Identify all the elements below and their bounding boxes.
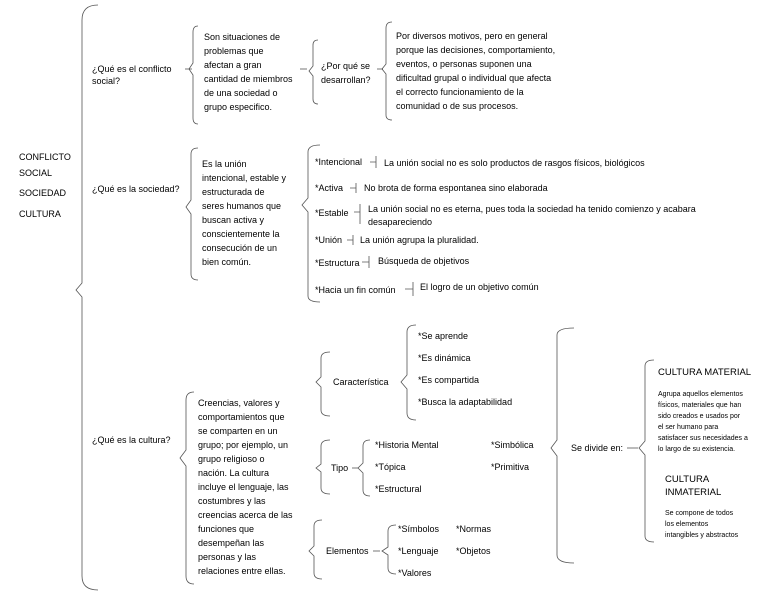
elemento-item: *Valores [398,568,432,578]
root-title-line: SOCIEDAD [19,188,67,198]
trait-estable-name: *Estable [315,208,349,218]
conflicto-why-answer-brace [381,21,393,121]
cultura-question: ¿Qué es la cultura? [92,435,171,445]
tipo-item: *Historia Mental [375,440,439,450]
cultura-material-title: CULTURA MATERIAL [658,367,752,378]
elemento-item: *Normas [456,524,492,534]
trait-fin-connector [405,282,414,296]
caracteristicas-brace [400,324,417,421]
caracteristica-label: Característica [333,377,389,387]
trait-union-name: *Unión [315,235,343,245]
trait-intencional-name: *Intencional [315,157,363,167]
root-title-line: SOCIAL [19,168,53,178]
divide-brace [550,327,575,564]
trait-union-connector [347,235,354,245]
tipo-item: *Estructural [375,484,422,494]
root-title-line: CULTURA [19,209,61,219]
trait-union-desc: La unión agrupa la pluralidad. [360,235,479,245]
sociedad-answer-brace [185,147,199,281]
conflicto-why-brace [308,39,319,105]
trait-activa-desc: No brota de forma espontanea sino elabor… [364,183,548,193]
tipo-label: Tipo [331,463,349,473]
sociedad-question: ¿Qué es la sociedad? [92,184,180,194]
trait-fin-name: *Hacia un fin común [315,285,396,295]
trait-estable-desc: La unión social no es eterna, pues toda … [368,204,696,214]
elemento-item: *Objetos [456,546,491,556]
trait-fin-desc: El logro de un objetivo común [420,282,539,292]
trait-activa-connector [350,183,357,193]
cultura-answer-brace [179,391,195,585]
caracteristica-item: *Es compartida [418,375,480,385]
elementos-brace [308,519,323,580]
trait-estable-connector [354,204,361,224]
tipo-item: *Tópica [375,462,406,472]
trait-estructura-name: *Estructura [315,258,360,268]
tipo-brace [315,439,331,495]
tipo-item: *Primitiva [491,462,530,472]
elemento-item: *Símbolos [398,524,440,534]
caracteristica-item: *Es dinámica [418,353,471,363]
caracteristica-item: *Busca la adaptabilidad [418,397,513,407]
sociedad-traits-brace [301,144,321,303]
divide-label: Se divide en: [571,443,624,453]
elemento-item: *Lenguaje [398,546,439,556]
elementos-list-brace [381,524,397,575]
tipo-item: *Simbólica [491,440,534,450]
elementos-label: Elementos [326,546,369,556]
conflicto-answer-brace [188,25,199,125]
trait-estable-desc: desapareciendo [368,217,433,227]
trait-estructura-desc: Búsqueda de objetivos [378,256,470,266]
trait-estructura-connector [362,256,370,268]
root-title-line: CONFLICTO [19,152,71,162]
trait-intencional-connector [370,156,377,168]
trait-activa-name: *Activa [315,183,344,193]
root-brace [75,4,99,591]
material-inmaterial-brace [638,359,655,543]
trait-intencional-desc: La unión social no es solo productos de … [384,158,645,168]
caracteristica-item: *Se aprende [418,331,469,341]
tipos-brace [357,439,371,497]
caracteristica-brace [315,351,331,417]
